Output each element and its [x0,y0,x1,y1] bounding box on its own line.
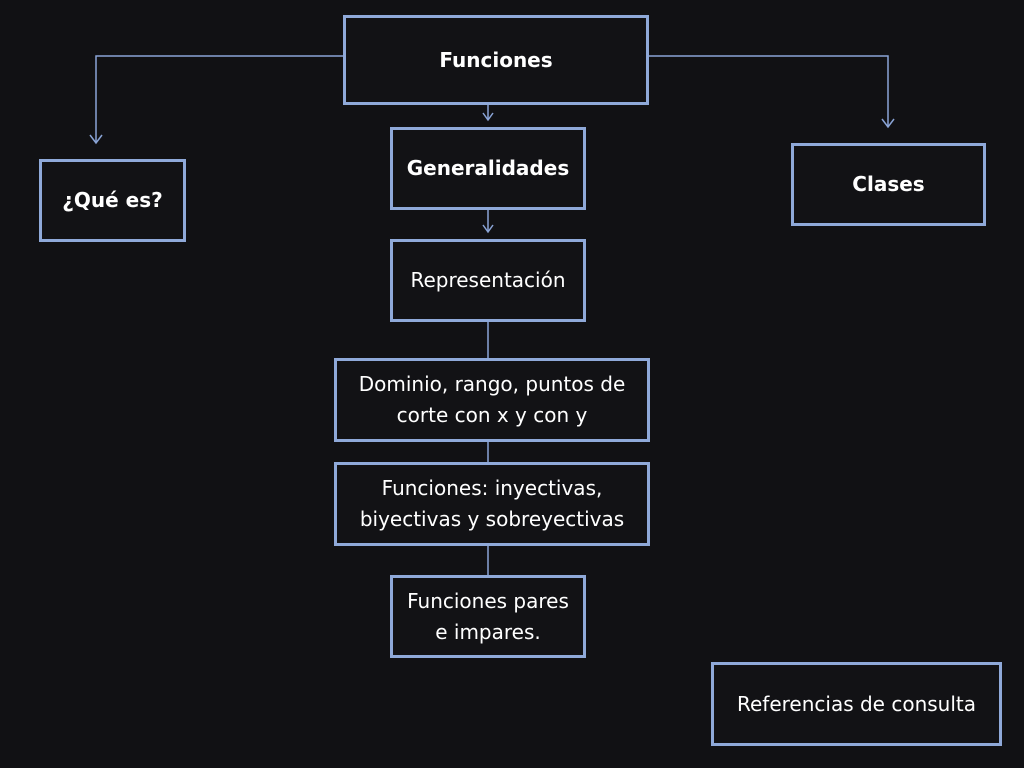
node-funciones-inyectivas-label: Funciones: inyectivas, biyectivas y sobr… [359,476,625,531]
node-funciones-label: Funciones [439,47,553,72]
node-funciones-pares[interactable]: Funciones pares e impares. [390,575,586,658]
node-dominio-rango[interactable]: Dominio, rango, puntos de corte con x y … [334,358,650,442]
connector-root-to-clases [649,55,889,126]
node-clases[interactable]: Clases [791,143,986,226]
node-generalidades-label: Generalidades [406,156,570,180]
node-representacion[interactable]: Representación [390,239,586,322]
node-representacion-label: Representación [410,268,566,292]
node-dominio-rango-label: Dominio, rango, puntos de corte con x y … [358,372,626,427]
node-funciones-pares-label: Funciones pares e impares. [407,588,569,644]
node-referencias[interactable]: Referencias de consulta [711,662,1002,746]
node-que-es[interactable]: ¿Qué es? [39,159,186,242]
node-que-es-label: ¿Qué es? [62,188,163,212]
arrowhead-generalidades [482,112,494,122]
connector-root-to-que-es [95,55,343,142]
node-clases-label: Clases [852,172,925,196]
arrowhead-representacion [482,224,494,234]
node-funciones[interactable]: Funciones [343,15,649,105]
node-referencias-label: Referencias de consulta [736,691,976,716]
node-generalidades[interactable]: Generalidades [390,127,586,210]
arrowhead-que-es [89,134,103,145]
node-funciones-inyectivas[interactable]: Funciones: inyectivas, biyectivas y sobr… [334,462,650,546]
arrowhead-clases [881,118,895,129]
